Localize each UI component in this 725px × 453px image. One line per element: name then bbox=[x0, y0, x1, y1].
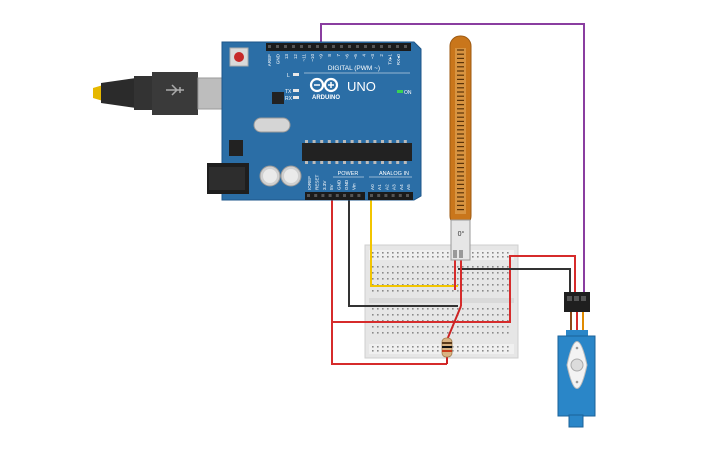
servo-horn-icon bbox=[566, 341, 588, 389]
digital-pin-label: ~3 bbox=[370, 54, 375, 60]
analog-pin-label: A2 bbox=[384, 184, 389, 190]
arduino-logo-icon bbox=[309, 77, 339, 93]
on-led bbox=[397, 90, 403, 93]
wire-5v-red-bottom bbox=[331, 322, 447, 365]
resistor-icon[interactable] bbox=[441, 337, 453, 358]
usb-plug-icon bbox=[93, 72, 229, 115]
analog-pin-label: A0 bbox=[370, 184, 375, 190]
digital-pin-label: 4 bbox=[362, 54, 367, 57]
digital-header bbox=[266, 43, 411, 51]
digital-pin-label: ~9 bbox=[319, 54, 324, 60]
power-pin-label: GND bbox=[337, 179, 342, 190]
digital-pin-label: AREF bbox=[267, 54, 272, 66]
analog-pin-label: A4 bbox=[399, 184, 404, 190]
power-pin-label: Vin bbox=[351, 183, 356, 190]
digital-pin-label: ~10 bbox=[310, 54, 315, 62]
led-rx-label: RX bbox=[285, 96, 293, 102]
wire-analog-yellow bbox=[370, 194, 458, 287]
digital-pin-label: 2 bbox=[379, 54, 384, 57]
analog-pin-label: A5 bbox=[406, 184, 411, 190]
digital-pin-label: GND bbox=[276, 53, 281, 64]
wire-gnd-black-arduino bbox=[348, 194, 458, 307]
servo-connector bbox=[564, 292, 590, 312]
digital-pin-label: ~5 bbox=[353, 54, 358, 60]
digital-pin-label: 12 bbox=[293, 54, 298, 60]
digital-header-label: DIGITAL (PWM ~) bbox=[328, 65, 380, 72]
digital-pin-label: 13 bbox=[284, 54, 289, 60]
led-l-label: L bbox=[287, 73, 290, 79]
breadboard bbox=[364, 244, 519, 359]
microcontroller-chip bbox=[302, 143, 412, 161]
analog-pin-label: A3 bbox=[392, 184, 397, 190]
brand-label: ARDUINO bbox=[312, 95, 340, 101]
resistor-leg bbox=[446, 305, 462, 341]
digital-pin-label: 7 bbox=[336, 54, 341, 57]
flex-sensor-icon[interactable]: 0° bbox=[449, 35, 472, 261]
digital-pin-label: ~11 bbox=[301, 54, 306, 62]
flex-angle-label: 0° bbox=[458, 230, 465, 238]
on-label: ON bbox=[404, 90, 412, 96]
power-pin-label: GND bbox=[344, 179, 349, 190]
power-pin-label: IOREF bbox=[307, 176, 312, 190]
led-tx-label: TX bbox=[285, 89, 292, 95]
analog-header bbox=[368, 192, 413, 200]
power-header bbox=[305, 192, 365, 200]
power-pin-label: 5V bbox=[329, 183, 334, 190]
wires bbox=[320, 23, 585, 365]
wire-5v-red-arduino bbox=[331, 194, 576, 323]
digital-pin-label: ~6 bbox=[344, 54, 349, 60]
analog-pin-label: A1 bbox=[377, 184, 382, 190]
power-pin-label: RESET bbox=[314, 174, 319, 190]
wire-gnd-black-servo bbox=[458, 268, 571, 298]
servo-motor[interactable] bbox=[557, 292, 596, 428]
power-header-label: POWER bbox=[338, 171, 359, 177]
power-pin-label: 3.3V bbox=[322, 180, 327, 190]
digital-pin-label: RX◂0 bbox=[396, 54, 401, 66]
wire-signal-purple bbox=[320, 23, 585, 298]
analog-header-label: ANALOG IN bbox=[379, 171, 409, 177]
digital-pin-label: 8 bbox=[327, 54, 332, 57]
model-label: UNO bbox=[347, 79, 376, 94]
digital-pin-label: TX▸1 bbox=[387, 54, 392, 65]
